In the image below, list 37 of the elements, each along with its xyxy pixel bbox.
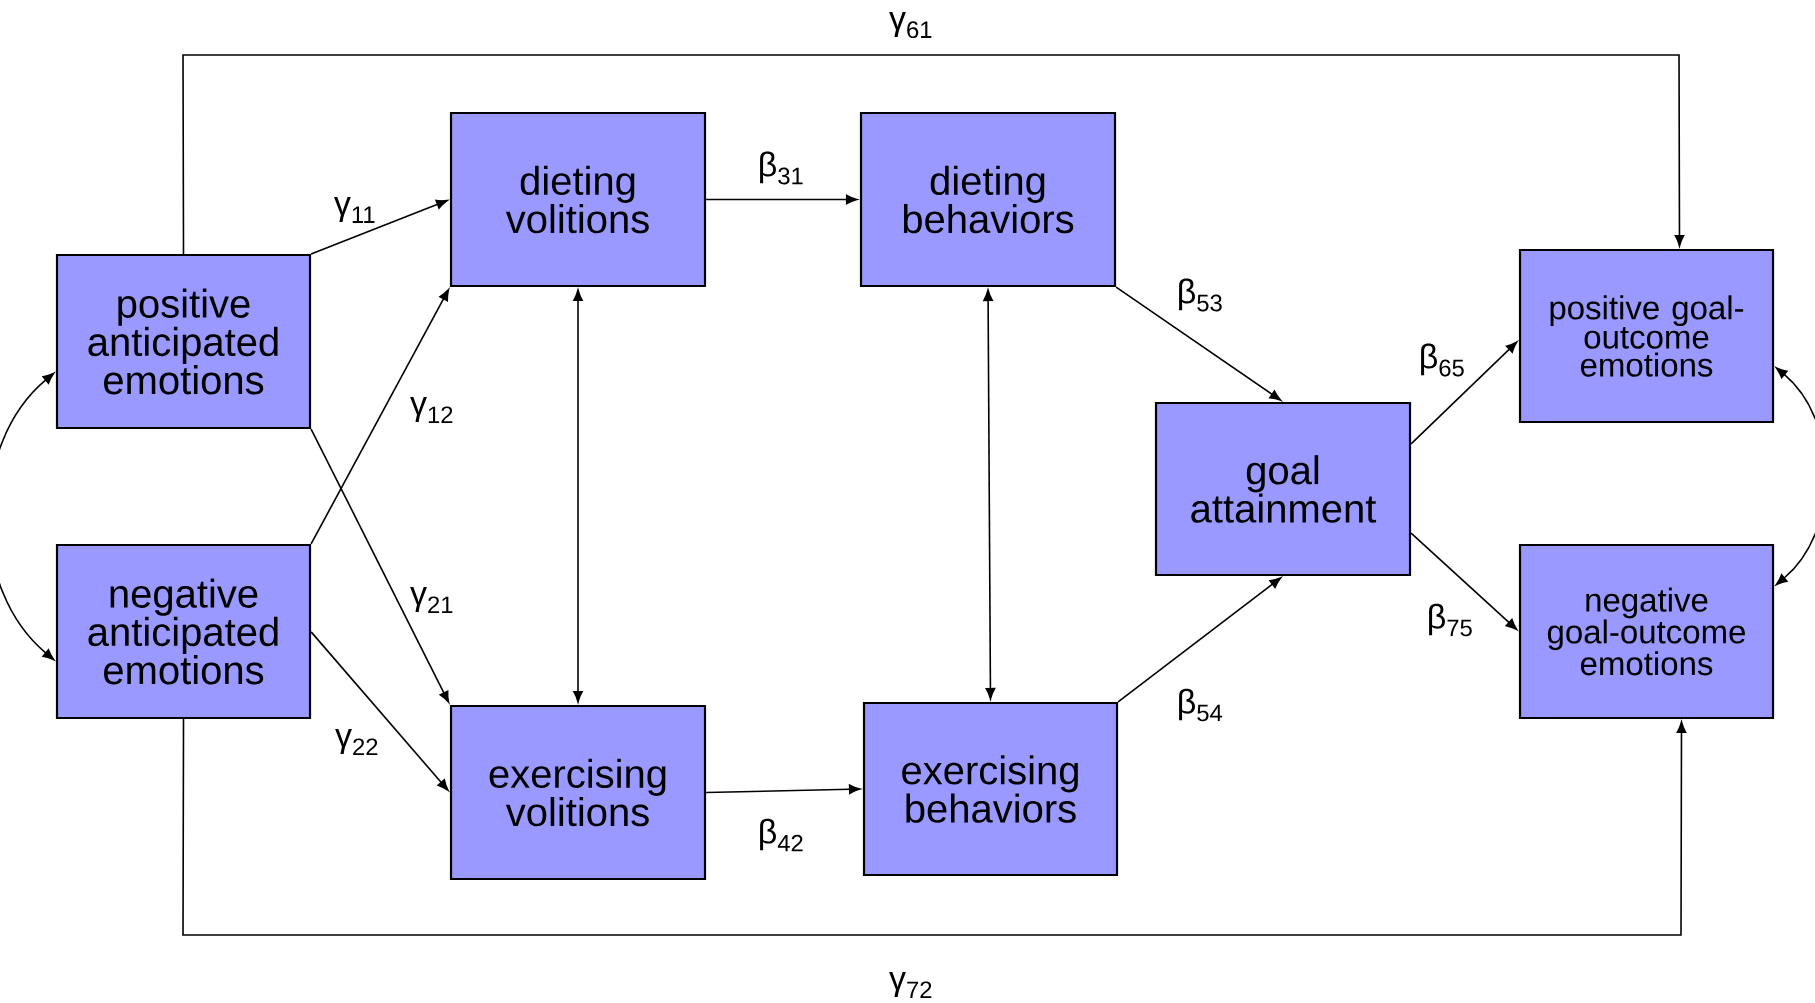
edge-label: γ$_{22}$ bbox=[334, 728, 380, 756]
process-box: negative anticipated emotions bbox=[55, 543, 312, 720]
edge-label: γ$_{21}$ bbox=[409, 586, 455, 614]
process-box: dieting volitions bbox=[449, 111, 707, 288]
process-box: goal attainment bbox=[1154, 401, 1412, 577]
arrow bbox=[182, 54, 1685, 255]
edge-label: β$_{42}$ bbox=[756, 817, 806, 853]
arrow bbox=[1775, 367, 1815, 586]
process-box: negative goal-outcome emotions bbox=[1518, 543, 1775, 720]
process-box: positive anticipated emotions bbox=[55, 253, 312, 430]
arrow bbox=[0, 372, 55, 661]
process-box: dieting behaviors bbox=[859, 111, 1117, 288]
arrow bbox=[310, 631, 449, 791]
process-box: exercising behaviors bbox=[862, 701, 1119, 877]
edge-label: β$_{65}$ bbox=[1417, 342, 1467, 378]
edge-label: γ$_{11}$ bbox=[332, 196, 378, 224]
edge-label: γ$_{12}$ bbox=[409, 396, 455, 424]
edge-label: β$_{54}$ bbox=[1175, 687, 1225, 723]
arrow bbox=[1410, 341, 1518, 445]
arrow bbox=[1117, 577, 1282, 703]
edge-label: γ$_{61}$ bbox=[888, 10, 934, 40]
process-box: exercising volitions bbox=[449, 704, 707, 881]
arrow bbox=[983, 289, 996, 700]
arrow bbox=[310, 428, 450, 703]
arrow bbox=[182, 718, 1687, 936]
arrow bbox=[1410, 532, 1518, 631]
edge-label: γ$_{72}$ bbox=[888, 971, 934, 999]
arrow bbox=[705, 784, 861, 795]
arrow bbox=[573, 289, 583, 703]
arrow bbox=[1115, 286, 1282, 401]
arrow bbox=[705, 194, 858, 205]
edge-label: β$_{75}$ bbox=[1425, 602, 1475, 638]
arrow bbox=[310, 199, 448, 255]
arrow bbox=[310, 289, 450, 545]
edge-label: β$_{31}$ bbox=[756, 150, 806, 186]
edge-label: β$_{53}$ bbox=[1175, 277, 1225, 313]
process-box: positive goal-outcome emotions bbox=[1518, 248, 1775, 424]
